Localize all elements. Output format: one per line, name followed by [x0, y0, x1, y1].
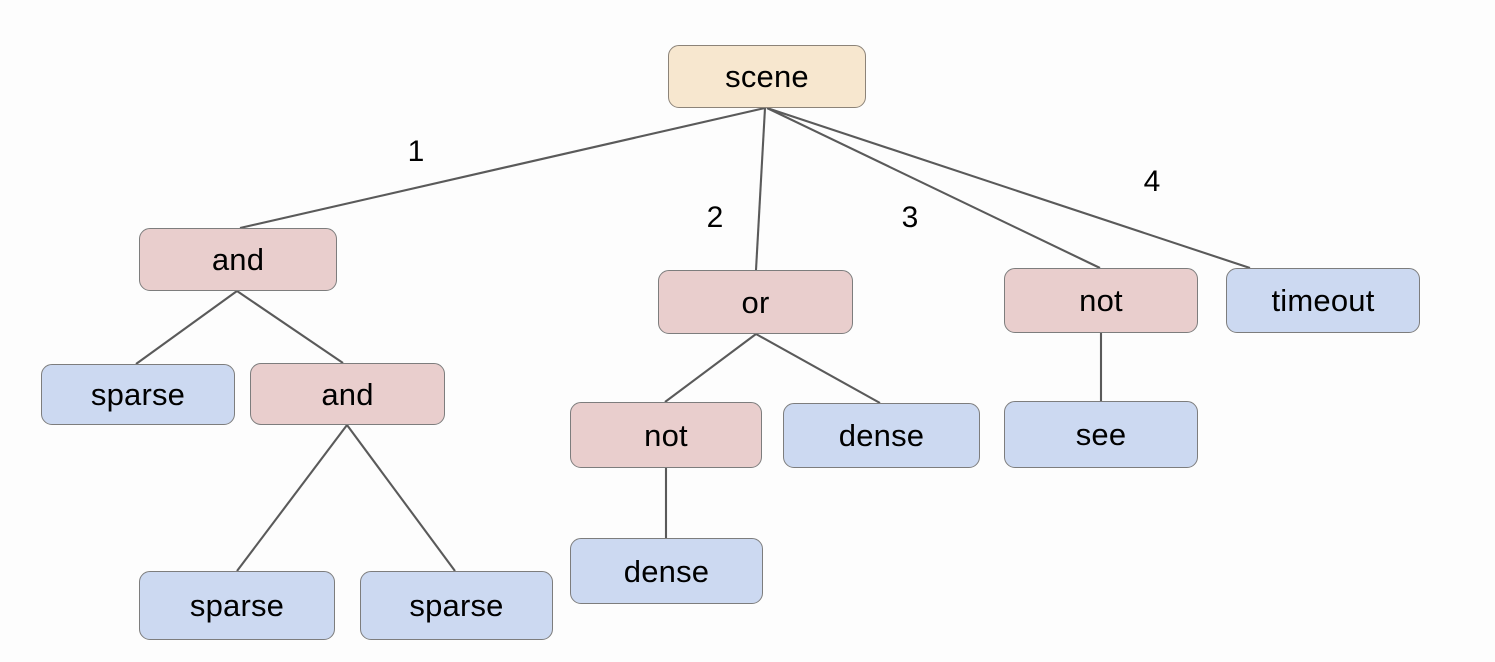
- tree-node-sparse1[interactable]: sparse: [41, 364, 235, 425]
- tree-node-label: and: [321, 376, 374, 412]
- edge-order-label-1: 1: [407, 135, 425, 168]
- tree-node-label: see: [1075, 417, 1127, 452]
- tree-node-or1[interactable]: or: [658, 270, 853, 334]
- tree-edge-and2-to-sparse3: [346, 424, 456, 572]
- tree-node-label: sparse: [189, 588, 285, 623]
- tree-node-not2[interactable]: not: [1004, 268, 1198, 333]
- tree-node-label: not: [644, 417, 688, 453]
- tree-node-label: scene: [725, 59, 809, 94]
- tree-node-sparse3[interactable]: sparse: [360, 571, 553, 640]
- tree-node-and1[interactable]: and: [139, 228, 337, 291]
- tree-node-label: not: [1079, 283, 1123, 318]
- tree-node-not1[interactable]: not: [570, 402, 762, 468]
- tree-edge-scene-to-or1: [754, 107, 767, 271]
- tree-node-label: and: [211, 242, 265, 277]
- tree-edge-or1-to-dense1: [755, 333, 881, 404]
- tree-node-label: or: [741, 284, 770, 320]
- tree-edge-and2-to-sparse2: [236, 424, 348, 572]
- tree-node-label: sparse: [90, 377, 186, 412]
- edge-order-label-2: 2: [706, 201, 724, 234]
- tree-edge-and1-to-and2: [236, 290, 344, 364]
- tree-node-timeout1[interactable]: timeout: [1226, 268, 1420, 333]
- tree-edge-scene-to-not2: [766, 107, 1101, 269]
- edge-order-label-4: 4: [1143, 165, 1161, 198]
- tree-node-label: sparse: [409, 588, 504, 623]
- tree-node-dense2[interactable]: dense: [570, 538, 763, 604]
- tree-node-label: dense: [838, 418, 925, 453]
- tree-node-see1[interactable]: see: [1004, 401, 1198, 468]
- tree-node-dense1[interactable]: dense: [783, 403, 980, 468]
- tree-node-label: dense: [623, 553, 710, 589]
- tree-node-label: timeout: [1271, 283, 1375, 318]
- tree-edge-and1-to-sparse1: [135, 290, 238, 365]
- tree-edge-scene-to-and1: [239, 106, 766, 230]
- tree-edge-scene-to-timeout1: [766, 107, 1251, 269]
- tree-node-and2[interactable]: and: [250, 363, 445, 425]
- tree-node-scene[interactable]: scene: [668, 45, 866, 108]
- tree-node-sparse2[interactable]: sparse: [139, 571, 335, 640]
- edge-order-label-3: 3: [901, 201, 919, 234]
- tree-edge-or1-to-not1: [664, 333, 757, 403]
